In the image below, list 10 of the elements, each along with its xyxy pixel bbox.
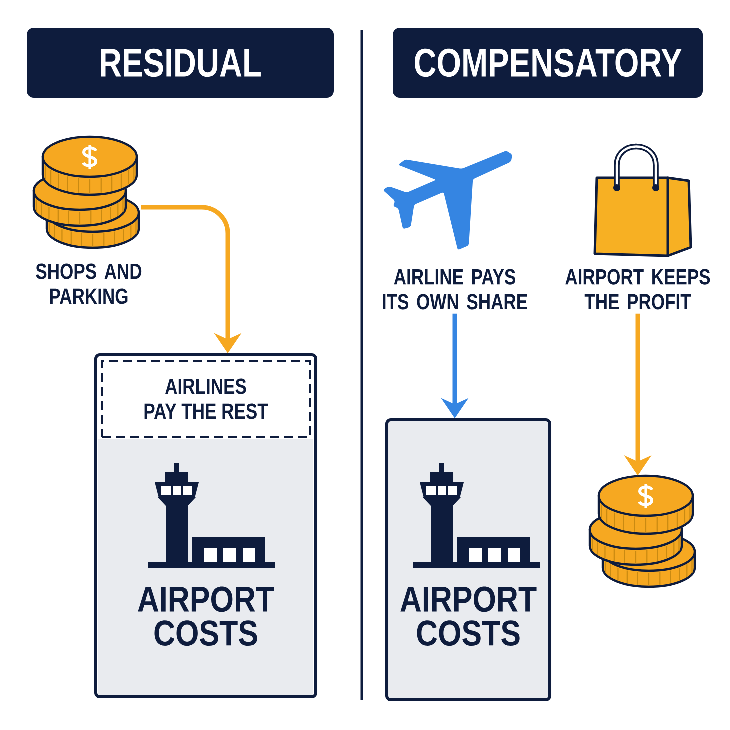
header-box: RESIDUAL: [27, 28, 334, 98]
coin-stack: [588, 474, 696, 588]
dashed-box: AIRLINES PAY THE REST: [101, 360, 311, 438]
cost-panel: AIRPORT COSTS: [98, 439, 314, 695]
label: SHOPS AND PARKING: [36, 264, 142, 304]
label: AIRLINE PAYS ITS OWN SHARE: [383, 269, 528, 310]
coin-stack: [32, 136, 140, 250]
header-box: COMPENSATORY: [393, 28, 704, 98]
label: AIRPORT KEEPS THE PROFIT: [566, 269, 710, 310]
outlined-box: [94, 354, 318, 698]
